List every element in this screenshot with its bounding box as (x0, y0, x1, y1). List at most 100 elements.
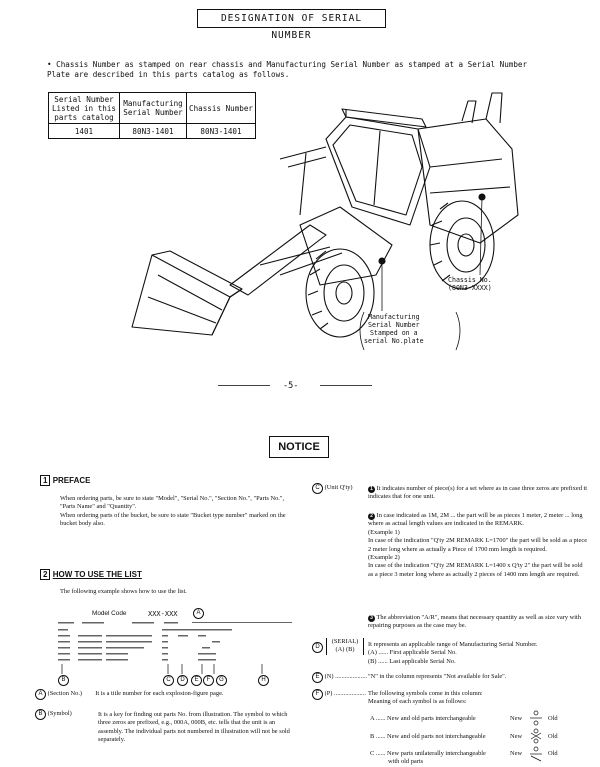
serial-definition: It represents an applicable range of Man… (368, 641, 588, 666)
table-header-cell: Chassis Number (186, 92, 256, 124)
mfg-label-line: Manufacturing (367, 313, 420, 321)
unit-qty-item-2: 2 In case indicated as 1M, 2M ... the pa… (368, 512, 588, 579)
symbol-old-label: Old (548, 715, 558, 722)
def-term: (N) .................... (324, 673, 368, 680)
marker-g: G (216, 675, 227, 686)
marker-a: A (193, 608, 204, 619)
lift-arm (229, 224, 327, 296)
preface-paragraph: When ordering parts of the bucket, be su… (60, 511, 286, 528)
howto-text: The following example shows how to use t… (60, 588, 187, 595)
howto-heading-number: 2 (40, 569, 51, 580)
item-text: In case indicated as 1M, 2M ... the part… (368, 512, 583, 528)
def-unit-qty-term: C (Unit Q'ty) (312, 483, 353, 494)
symbol-new-label: New (510, 750, 523, 757)
serial-table: Serial Number Listed in this parts catal… (48, 92, 256, 139)
symbol-extra: with old parts (388, 758, 424, 766)
symbol-code: C ...... New parts unilaterally intercha… (370, 750, 486, 757)
intro-sentence: Chassis Number as stamped on rear chassi… (47, 60, 528, 79)
interchangeable-symbol-icon (530, 710, 542, 726)
def-p-term: F (P) .................... (312, 689, 366, 700)
wheel-loader-illustration (131, 92, 519, 338)
serial-term-bracket: (SERIAL) (A) (B) (326, 638, 364, 655)
preface-text: When ordering parts, be sure to state "M… (60, 495, 300, 529)
not-interchangeable-symbol-icon (530, 728, 542, 744)
unit-qty-item-3: 3 The abbreviation "A/R", means that nec… (368, 614, 588, 631)
divider-line (320, 385, 372, 386)
exhaust-stack (485, 92, 503, 124)
unit-qty-item-1: 1 It indicates number of piece(s) for a … (368, 485, 588, 502)
def-term: (Unit Q'ty) (324, 484, 353, 491)
serial-a: (A) ...... First applicable Serial No. (368, 649, 457, 657)
symbol-old-label: Old (548, 750, 558, 757)
howto-heading: 2 HOW TO USE THE LIST (40, 569, 142, 580)
preface-heading: 1 PREFACE (40, 475, 91, 486)
symbol-row-b: B ...... New and old parts not interchan… (370, 733, 486, 740)
def-n-term: E (N) .................... (312, 672, 367, 683)
table-header-cell: Manufacturing Serial Number (119, 92, 187, 124)
example-2-text: In case of the indication "Q'ty 2M REMAR… (368, 562, 583, 578)
def-symbol: B (Symbol) (35, 709, 297, 720)
chassis-value: (80N3-XXXX) (448, 284, 492, 292)
serial-text: It represents an applicable range of Man… (368, 641, 538, 648)
def-term: (Symbol) (47, 710, 72, 717)
chassis-callout: Chassis No. (80N3-XXXX) (448, 276, 492, 292)
symbol-row-c: C ...... New parts unilaterally intercha… (370, 750, 486, 767)
symbol-new-label: New (510, 733, 523, 740)
chassis-label: Chassis No. (448, 276, 492, 284)
mfg-label-line: Serial Number (367, 321, 420, 329)
preface-heading-number: 1 (40, 475, 51, 486)
def-term: (Section No.) (47, 690, 83, 697)
example-list-table (58, 622, 292, 674)
def-text: It is a title number for each explosion-… (95, 690, 224, 697)
def-p-text: The following symbols come in this colum… (368, 690, 588, 707)
mfg-callout-brackets (359, 311, 461, 351)
def-mark: C (312, 483, 323, 494)
serial-term-line: (A) (B) (335, 646, 355, 654)
marker-h: H (258, 675, 269, 686)
marker-b: B (58, 675, 69, 686)
page-title: DESIGNATION OF SERIAL NUMBER (197, 9, 386, 41)
marker-f: F (203, 675, 214, 686)
intro-bullet: • (47, 60, 52, 69)
symbol-new-label: New (510, 715, 523, 722)
symbol-old-label: Old (548, 733, 558, 740)
mfg-label-line: serial No.plate (364, 337, 424, 345)
def-p-line: Meaning of each symbol is as follows: (368, 698, 467, 706)
table-cell: 80N3-1401 (119, 123, 187, 139)
def-mark: F (312, 689, 323, 700)
item-text: It indicates number of piece(s) for a se… (368, 485, 588, 501)
def-mark: B (35, 709, 46, 720)
table-cell: 1401 (48, 123, 120, 139)
front-wheel (305, 248, 375, 338)
marker-d: D (177, 675, 188, 686)
table-header-cell: Serial Number Listed in this parts catal… (48, 92, 120, 124)
example-1-text: In case of the indication "Q'ty 2M REMAR… (368, 537, 588, 553)
item-number: 1 (368, 486, 375, 493)
table-cell: 80N3-1401 (186, 123, 256, 139)
item-number: 3 (368, 615, 375, 622)
preface-heading-text: PREFACE (52, 476, 91, 485)
item-number: 2 (368, 513, 375, 520)
divider-line (218, 385, 270, 386)
marker-c: C (163, 675, 174, 686)
def-section-no: A (Section No.) It is a title number for… (35, 689, 297, 700)
serial-term-line: (SERIAL) (331, 638, 359, 645)
marker-e: E (191, 675, 202, 686)
def-symbol-text: It is a key for finding out parts No. fr… (98, 711, 290, 744)
def-mark: A (35, 689, 46, 700)
model-code-label: Model Code (92, 610, 127, 617)
notice-title: NOTICE (269, 436, 329, 458)
def-n-text: "N" in the column represents "Not availa… (368, 673, 507, 680)
table-row: 1401 80N3-1401 80N3-1401 (48, 123, 256, 139)
preface-paragraph: When ordering parts, be sure to state "M… (60, 495, 285, 511)
def-p-line: The following symbols come in this colum… (368, 690, 483, 697)
def-mark: E (312, 672, 323, 683)
mfg-serial-callout: Manufacturing Serial Number Stamped on a… (364, 313, 424, 345)
intro-text: • Chassis Number as stamped on rear chas… (47, 60, 537, 80)
symbol-row-a: A ...... New and old parts interchangeab… (370, 715, 476, 722)
def-term: (P) .................... (324, 690, 366, 697)
def-mark: D (312, 642, 323, 653)
howto-heading-text: HOW TO USE THE LIST (52, 570, 142, 579)
example-1-label: (Example 1) (368, 528, 400, 536)
table-header-row: Serial Number Listed in this parts catal… (48, 92, 256, 124)
